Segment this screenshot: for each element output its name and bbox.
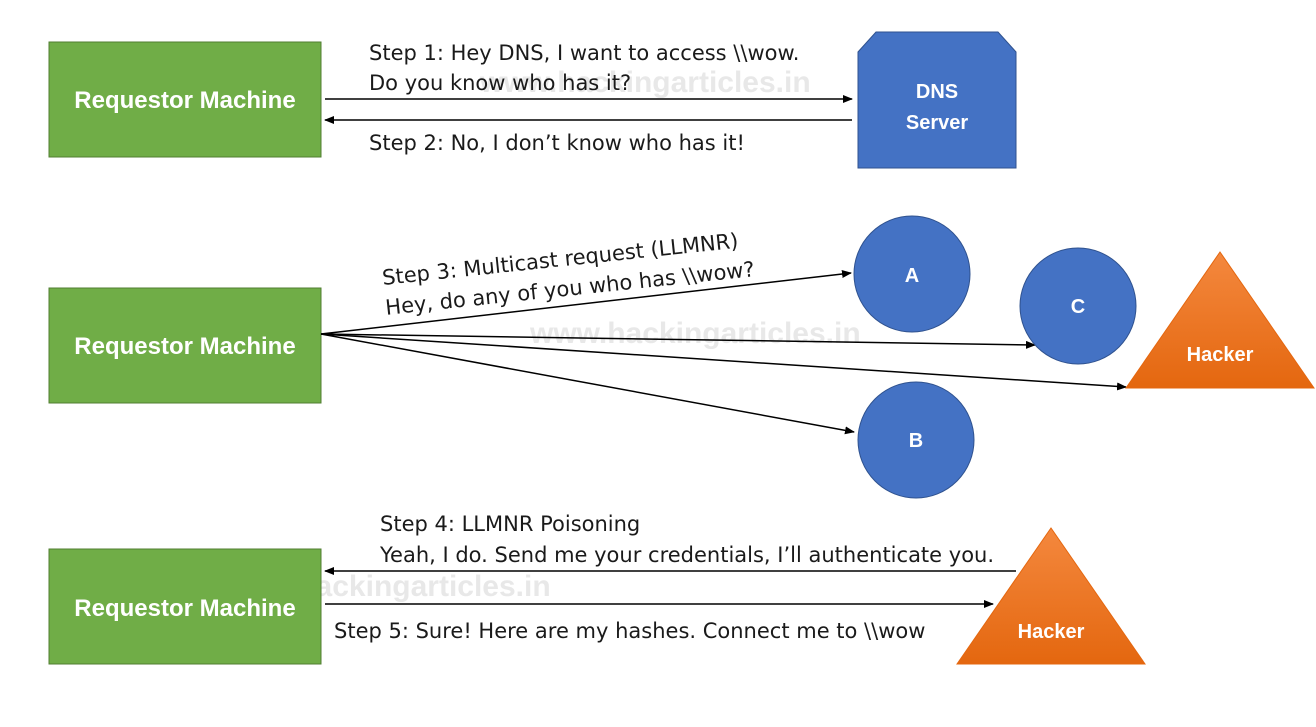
requestor-machine-box-1 bbox=[48, 41, 322, 158]
requestor-machine-label-2: Requestor Machine bbox=[74, 333, 295, 360]
watermark-2: www.hackingarticles.in bbox=[529, 317, 861, 350]
dns-server-label-line1: DNS bbox=[916, 81, 958, 103]
arrow-to-node-a bbox=[320, 270, 852, 335]
arrow-to-hacker-1 bbox=[320, 333, 1127, 391]
node-b-label: B bbox=[909, 430, 923, 452]
node-a-label: A bbox=[905, 265, 919, 287]
node-a-circle bbox=[853, 215, 971, 333]
node-c-circle bbox=[1019, 247, 1137, 365]
step1-text-line2: Do you know who has it? bbox=[369, 71, 631, 95]
step4-text-line2: Yeah, I do. Send me your credentials, I’… bbox=[379, 543, 994, 567]
step5-text: Step 5: Sure! Here are my hashes. Connec… bbox=[334, 619, 925, 643]
requestor-machine-box-2 bbox=[48, 287, 322, 404]
section-1-dns-query: Requestor Machine DNS Server Step 1: Hey… bbox=[48, 31, 1017, 169]
dns-server-shape bbox=[857, 31, 1017, 169]
section-2-multicast: Requestor Machine A C B Hacker Step 3: M… bbox=[48, 215, 1315, 499]
watermark-1: www.hackingarticles.in bbox=[479, 66, 811, 99]
node-c-label: C bbox=[1071, 296, 1085, 318]
requestor-machine-label-1: Requestor Machine bbox=[74, 87, 295, 114]
step1-text-line1: Step 1: Hey DNS, I want to access \\wow. bbox=[369, 41, 799, 65]
arrow-to-node-b bbox=[320, 333, 855, 435]
dns-server-label-line2: Server bbox=[906, 112, 968, 134]
requestor-machine-box-3 bbox=[48, 548, 322, 665]
arrow-to-node-c bbox=[320, 333, 1036, 349]
step2-text: Step 2: No, I don’t know who has it! bbox=[369, 131, 745, 155]
section-3-poisoning: Requestor Machine Hacker Step 4: LLMNR P… bbox=[48, 512, 1146, 665]
hacker-label-1: Hacker bbox=[1187, 344, 1254, 366]
requestor-machine-label-3: Requestor Machine bbox=[74, 595, 295, 622]
hacker-label-2: Hacker bbox=[1018, 621, 1085, 643]
node-b-circle bbox=[857, 381, 975, 499]
hacker-triangle-2 bbox=[956, 527, 1146, 665]
hacker-triangle-1 bbox=[1125, 251, 1315, 389]
step4-text-line1: Step 4: LLMNR Poisoning bbox=[380, 512, 640, 536]
